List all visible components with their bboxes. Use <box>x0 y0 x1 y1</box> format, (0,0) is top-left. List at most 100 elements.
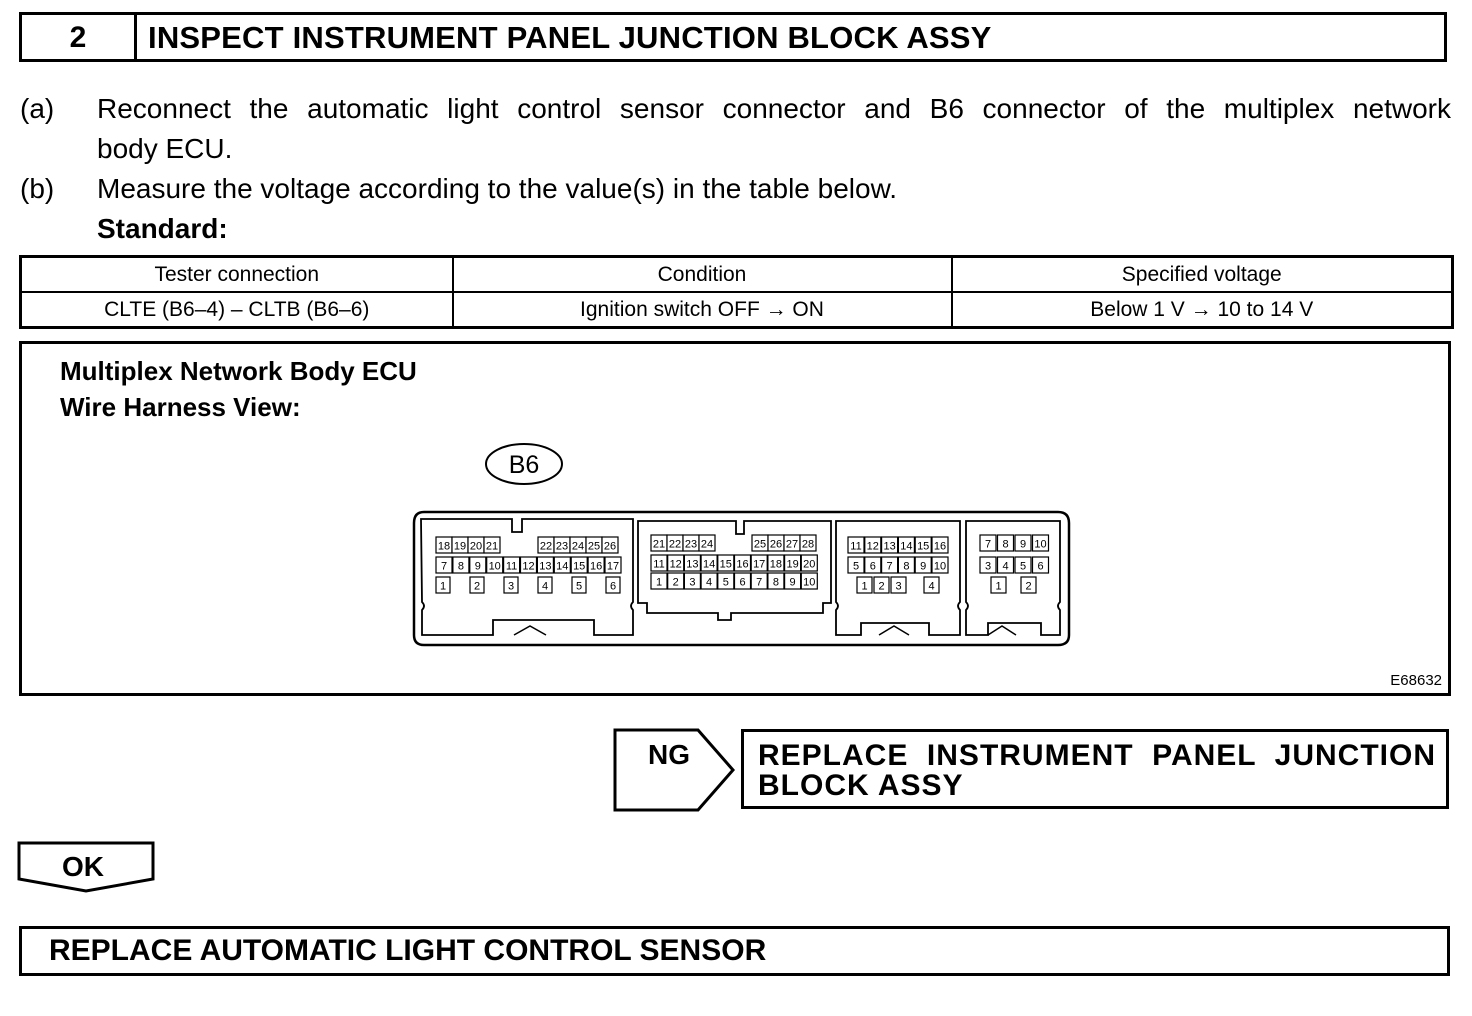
pin-cell <box>503 576 519 594</box>
pin-cell <box>856 576 873 594</box>
pin-label: 9 <box>475 561 481 573</box>
step-number: 2 <box>22 15 137 59</box>
pin-label: 3 <box>508 581 514 593</box>
pin-label: 2 <box>878 581 884 593</box>
pin-label: 14 <box>556 561 568 573</box>
pin-cell <box>601 536 619 554</box>
pin-label: 16 <box>934 541 946 553</box>
instruction-text: Reconnect the automatic light control se… <box>97 93 1451 124</box>
final-action-box: REPLACE AUTOMATIC LIGHT CONTROL SENSOR <box>19 926 1450 976</box>
diagram-subtitle: Wire Harness View: <box>60 392 301 422</box>
pin-cell <box>486 556 504 574</box>
table-cell: Ignition switch OFF → ON <box>451 291 953 329</box>
pin-label: 25 <box>588 541 600 553</box>
pin-label: 1 <box>995 581 1001 593</box>
pin-label: 14 <box>900 541 912 553</box>
pin-label: 2 <box>474 581 480 593</box>
ng-action-text-continued: BLOCK ASSY <box>758 769 964 802</box>
pin-label: 4 <box>542 581 548 593</box>
pin-cell <box>469 556 487 574</box>
pin-label: 24 <box>701 539 713 551</box>
pin-cell <box>604 556 622 574</box>
pin-label: 17 <box>607 561 619 573</box>
pin-label: 12 <box>522 561 534 573</box>
pin-label: 6 <box>739 577 745 589</box>
pin-label: 1 <box>440 581 446 593</box>
pin-label: 1 <box>861 581 867 593</box>
pin-label: 4 <box>1002 561 1008 573</box>
pin-cell <box>570 556 588 574</box>
pin-cell <box>435 556 453 574</box>
pin-cell <box>571 576 587 594</box>
pin-label: 24 <box>572 541 584 553</box>
pin-cell <box>880 536 899 554</box>
pin-cell <box>698 534 716 552</box>
step-title: INSPECT INSTRUMENT PANEL JUNCTION BLOCK … <box>148 20 992 55</box>
pin-label: 7 <box>985 539 991 551</box>
pin-label: 16 <box>736 559 748 571</box>
pin-cell <box>650 572 668 590</box>
table-header: Tester connection <box>19 255 454 293</box>
pin-cell <box>469 576 485 594</box>
pin-cell <box>847 556 865 574</box>
pin-label: 14 <box>703 559 715 571</box>
pin-label: 4 <box>928 581 934 593</box>
pin-label: 9 <box>1020 539 1026 551</box>
pin-cell <box>683 572 702 590</box>
pin-label: 15 <box>720 559 732 571</box>
pin-label: 27 <box>786 539 798 551</box>
pin-cell <box>605 576 621 594</box>
pin-cell <box>1031 556 1050 574</box>
pin-label: 3 <box>895 581 901 593</box>
pin-cell <box>503 556 521 574</box>
pin-cell <box>717 572 735 590</box>
pin-cell <box>519 556 538 574</box>
pin-label: 10 <box>489 561 501 573</box>
table-header: Condition <box>451 255 953 293</box>
pin-cell <box>800 572 818 590</box>
connector-label-ellipse <box>485 443 563 485</box>
pin-label: 3 <box>985 561 991 573</box>
pin-cell <box>1014 534 1032 552</box>
pin-label: 7 <box>756 577 762 589</box>
pin-label: 21 <box>486 541 498 553</box>
pin-label: 11 <box>506 561 517 573</box>
pin-cell <box>979 556 997 574</box>
pin-label: 10 <box>1034 539 1046 551</box>
pin-label: 7 <box>441 561 447 573</box>
pin-label: 2 <box>1025 581 1031 593</box>
instruction-text-continued: body ECU. <box>97 133 233 164</box>
table-cell: CLTE (B6–4) – CLTB (B6–6) <box>19 291 454 329</box>
pin-cell <box>750 554 768 572</box>
pin-label: 28 <box>802 539 814 551</box>
pin-label: 13 <box>883 541 895 553</box>
connector-label: B6 <box>509 451 540 479</box>
pin-cell <box>990 576 1007 594</box>
pin-cell <box>767 554 785 572</box>
pin-label: 6 <box>870 561 876 573</box>
pin-label: 5 <box>576 581 582 593</box>
pin-label: 10 <box>803 577 815 589</box>
pin-cell <box>667 572 685 590</box>
pin-cell <box>733 572 752 590</box>
spec-table: Tester connection Condition Specified vo… <box>19 255 1454 329</box>
pin-cell <box>931 556 949 574</box>
pin-cell <box>435 576 451 594</box>
pin-label: 3 <box>689 577 695 589</box>
instruction-label: (a) <box>20 93 55 124</box>
table-cell: Below 1 V → 10 to 14 V <box>950 291 1454 329</box>
figure-code: E68632 <box>1390 672 1442 689</box>
pin-cell <box>650 554 668 572</box>
pin-cell <box>890 576 907 594</box>
pin-label: 11 <box>850 541 861 553</box>
pin-label: 12 <box>670 559 682 571</box>
pin-label: 20 <box>470 541 482 553</box>
pin-cell <box>1020 576 1037 594</box>
pin-label: 25 <box>754 539 766 551</box>
pin-label: 26 <box>770 539 782 551</box>
pin-label: 1 <box>656 577 662 589</box>
pin-label: 19 <box>786 559 798 571</box>
pin-cell <box>914 536 932 554</box>
pin-cell <box>683 554 702 572</box>
